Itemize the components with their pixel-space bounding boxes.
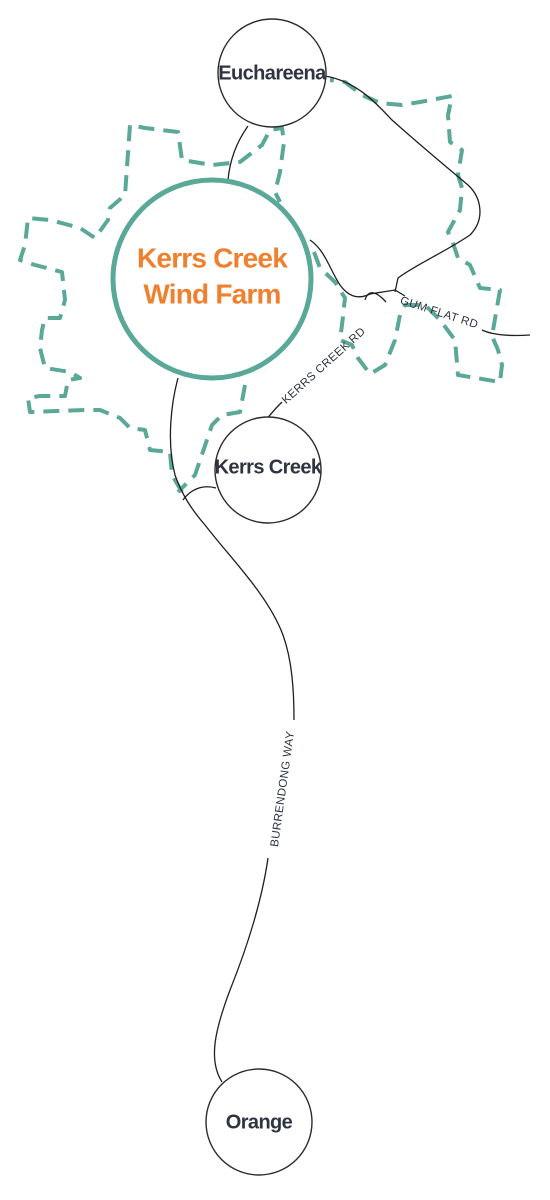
wind-farm-circle — [110, 177, 314, 381]
burrendong-way-label: BURRENDONG WAY — [269, 730, 297, 847]
town-label-euchareena: Euchareena — [218, 62, 327, 84]
town-marker-orange[interactable]: Orange — [205, 1068, 313, 1176]
town-circle-orange — [205, 1068, 313, 1176]
town-circle-kerrs-creek — [214, 416, 322, 524]
town-marker-kerrs-creek[interactable]: Kerrs Creek — [214, 416, 323, 524]
town-circle-euchareena — [217, 18, 327, 128]
wind-farm-label-line2: Wind Farm — [143, 278, 280, 309]
town-label-orange: Orange — [226, 1111, 293, 1133]
wind-farm-label-line1: Kerrs Creek — [137, 242, 288, 273]
road-euchareena-east-loop — [324, 75, 481, 293]
project-boundary-west — [18, 123, 286, 494]
project-boundary-east — [312, 78, 504, 384]
gum-flat-road-label: GUM FLAT RD — [398, 295, 479, 332]
road-farm-to-gum-flat — [309, 239, 406, 298]
burrendong-way-south — [213, 857, 269, 1083]
town-label-kerrs-creek: Kerrs Creek — [215, 456, 323, 478]
wind-farm-marker[interactable]: Kerrs Creek Wind Farm — [110, 177, 314, 381]
kerrs-creek-spur — [182, 486, 217, 501]
burrendong-way-north — [169, 377, 295, 721]
gum-flat-road-east — [481, 329, 531, 337]
town-marker-euchareena[interactable]: Euchareena — [217, 18, 328, 128]
project-boundary-south — [176, 384, 247, 494]
road-euchareena-to-farm — [227, 125, 249, 181]
